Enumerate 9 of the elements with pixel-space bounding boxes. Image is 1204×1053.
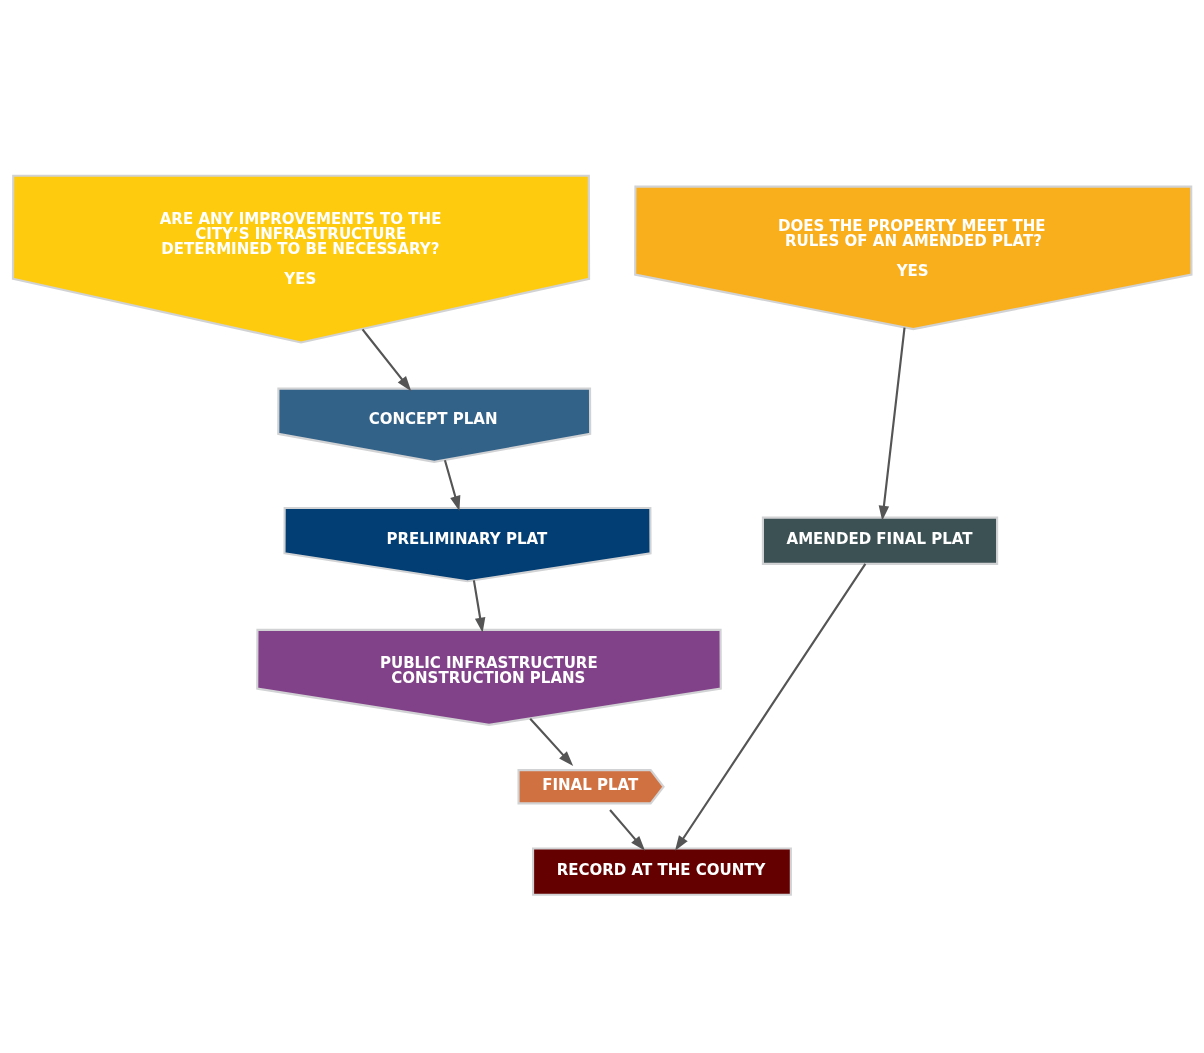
node-box: RECORD AT THE COUNTY bbox=[531, 847, 792, 896]
arrow bbox=[609, 809, 645, 851]
node-box: AMENDED FINAL PLAT bbox=[761, 516, 999, 565]
arrow bbox=[361, 328, 412, 392]
arrow bbox=[675, 563, 867, 851]
arrow bbox=[472, 580, 486, 633]
arrow bbox=[443, 459, 461, 512]
arrow bbox=[529, 718, 574, 767]
arrow bbox=[878, 327, 906, 521]
